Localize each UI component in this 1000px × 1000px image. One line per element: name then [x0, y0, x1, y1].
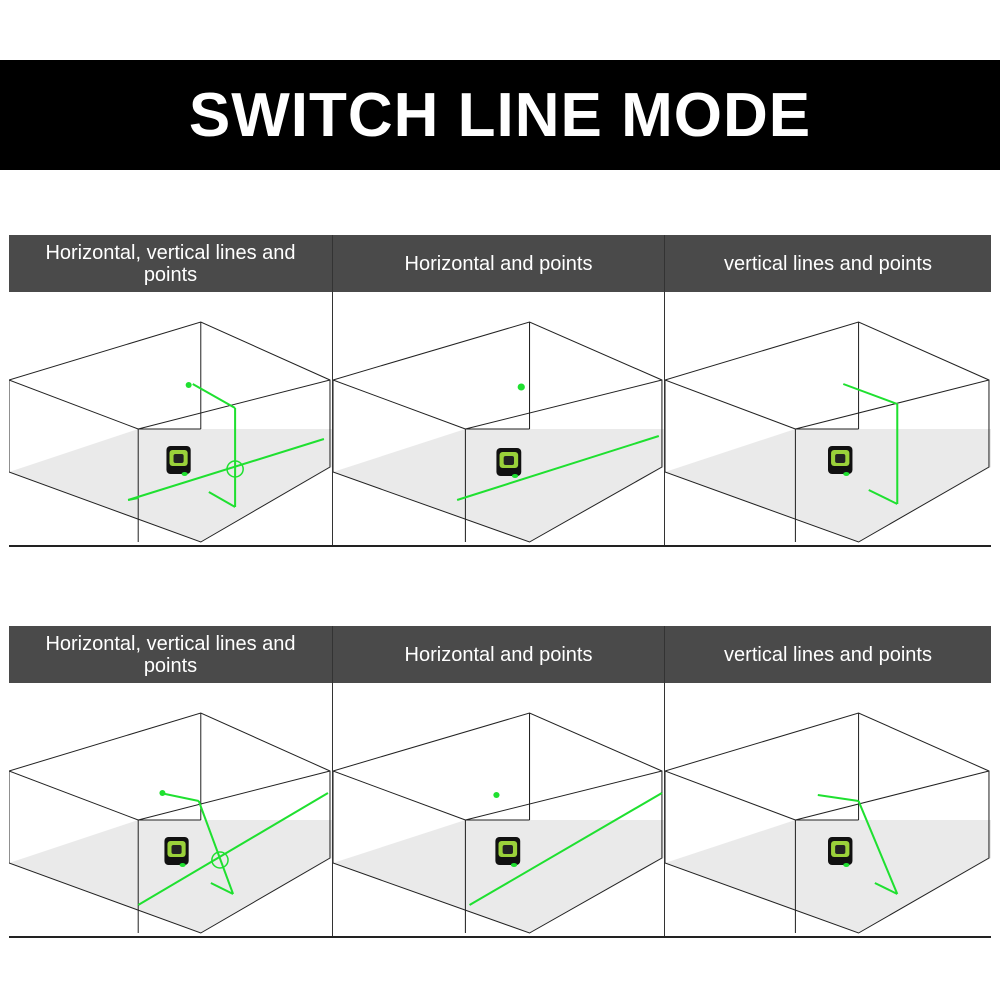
- laser-line-horizontal: [127, 497, 139, 501]
- crosshair-icon: [226, 460, 244, 478]
- room-illustration: [9, 292, 332, 547]
- title-banner: SWITCH LINE MODE: [0, 60, 1000, 170]
- laser-point: [517, 383, 525, 391]
- room-illustration: [333, 292, 664, 547]
- mode-panel: Horizontal and points: [333, 626, 664, 938]
- room-edge: [465, 379, 663, 430]
- laser-level-icon: [164, 837, 189, 867]
- mode-panel: Horizontal and points: [333, 235, 664, 547]
- mode-panel: vertical lines and points: [665, 235, 991, 547]
- room-edge: [9, 770, 139, 821]
- laser-point: [493, 792, 500, 798]
- mode-label: Horizontal and points: [333, 235, 664, 292]
- room-edge: [9, 379, 139, 430]
- laser-line-vertical: [874, 882, 898, 895]
- laser-line-vertical: [817, 794, 859, 802]
- laser-level-icon: [166, 446, 191, 476]
- room-illustration: [665, 292, 991, 547]
- laser-line-vertical: [868, 489, 898, 505]
- laser-level-icon: [496, 448, 522, 478]
- laser-line-horizontal: [469, 792, 663, 906]
- row-baseline: [9, 936, 991, 938]
- room-floor: [333, 429, 664, 542]
- room-illustration: [665, 683, 991, 938]
- crosshair-icon: [211, 851, 229, 869]
- laser-level-icon: [828, 837, 853, 867]
- mode-label: Horizontal, vertical lines and points: [9, 235, 332, 292]
- laser-line-vertical: [208, 491, 236, 508]
- room-edge: [138, 770, 331, 821]
- room-edge: [665, 770, 796, 821]
- room-floor: [9, 429, 332, 542]
- laser-line-vertical: [160, 792, 199, 802]
- row-baseline: [9, 545, 991, 547]
- laser-level-icon: [495, 837, 521, 867]
- mode-label: Horizontal and points: [333, 626, 664, 683]
- laser-line-vertical: [842, 383, 898, 405]
- mode-panel: vertical lines and points: [665, 626, 991, 938]
- room-edge: [665, 379, 796, 430]
- room-floor: [333, 820, 664, 933]
- laser-line-vertical: [197, 800, 235, 895]
- room-edge: [465, 770, 663, 821]
- mode-panel: Horizontal, vertical lines and points: [9, 235, 332, 547]
- room-edge: [333, 770, 466, 821]
- laser-level-icon: [828, 446, 853, 476]
- room-illustration: [9, 683, 332, 938]
- laser-line-horizontal: [456, 435, 660, 501]
- room-edge: [795, 379, 990, 430]
- room-edge: [333, 379, 466, 430]
- laser-line-horizontal: [137, 792, 329, 906]
- mode-label: Horizontal, vertical lines and points: [9, 626, 332, 683]
- laser-line-horizontal: [127, 438, 325, 501]
- room-floor: [665, 820, 991, 933]
- laser-line-vertical: [210, 882, 234, 895]
- room-edge: [795, 770, 990, 821]
- laser-point: [159, 790, 166, 796]
- page-title: SWITCH LINE MODE: [188, 80, 812, 150]
- mode-label: vertical lines and points: [665, 235, 991, 292]
- laser-line-vertical: [857, 800, 899, 895]
- mode-panel: Horizontal, vertical lines and points: [9, 626, 332, 938]
- room-edge: [138, 379, 331, 430]
- laser-point: [185, 382, 192, 388]
- room-illustration: [333, 683, 664, 938]
- laser-line-vertical: [192, 383, 236, 409]
- room-floor: [9, 820, 332, 933]
- mode-label: vertical lines and points: [665, 626, 991, 683]
- room-floor: [665, 429, 991, 542]
